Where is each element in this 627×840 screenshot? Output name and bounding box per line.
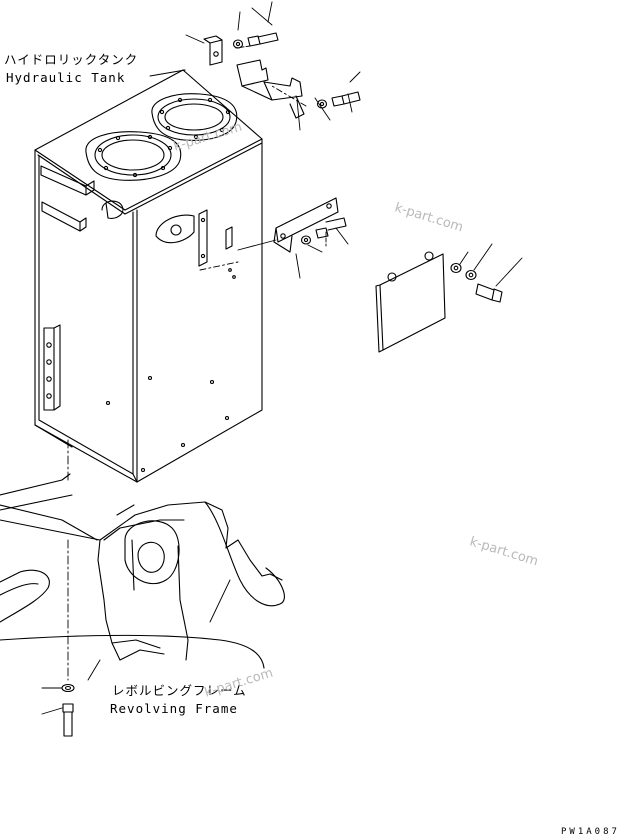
drawing-code: PW1A087: [561, 827, 620, 837]
tank-top-face: [35, 70, 262, 210]
cover-assembly: [274, 198, 502, 352]
tank-front-face: [35, 150, 137, 482]
leader-lines: [42, 2, 522, 714]
cover-plate: [380, 254, 445, 350]
revolving-frame-label-en: Revolving Frame: [110, 701, 238, 716]
tank-port-left: [86, 132, 181, 181]
hydraulic-tank: [35, 70, 262, 482]
revolving-frame: [0, 474, 284, 736]
hydraulic-tank-label-jp: ハイドロリックタンク: [4, 52, 139, 67]
hydraulic-tank-label-en: Hydraulic Tank: [6, 70, 126, 85]
tank-port-right: [152, 94, 237, 141]
tank-right-face: [137, 139, 262, 482]
top-bracket-assembly: [204, 33, 360, 118]
revolving-frame-label-jp: レボルビングフレーム: [112, 683, 247, 698]
